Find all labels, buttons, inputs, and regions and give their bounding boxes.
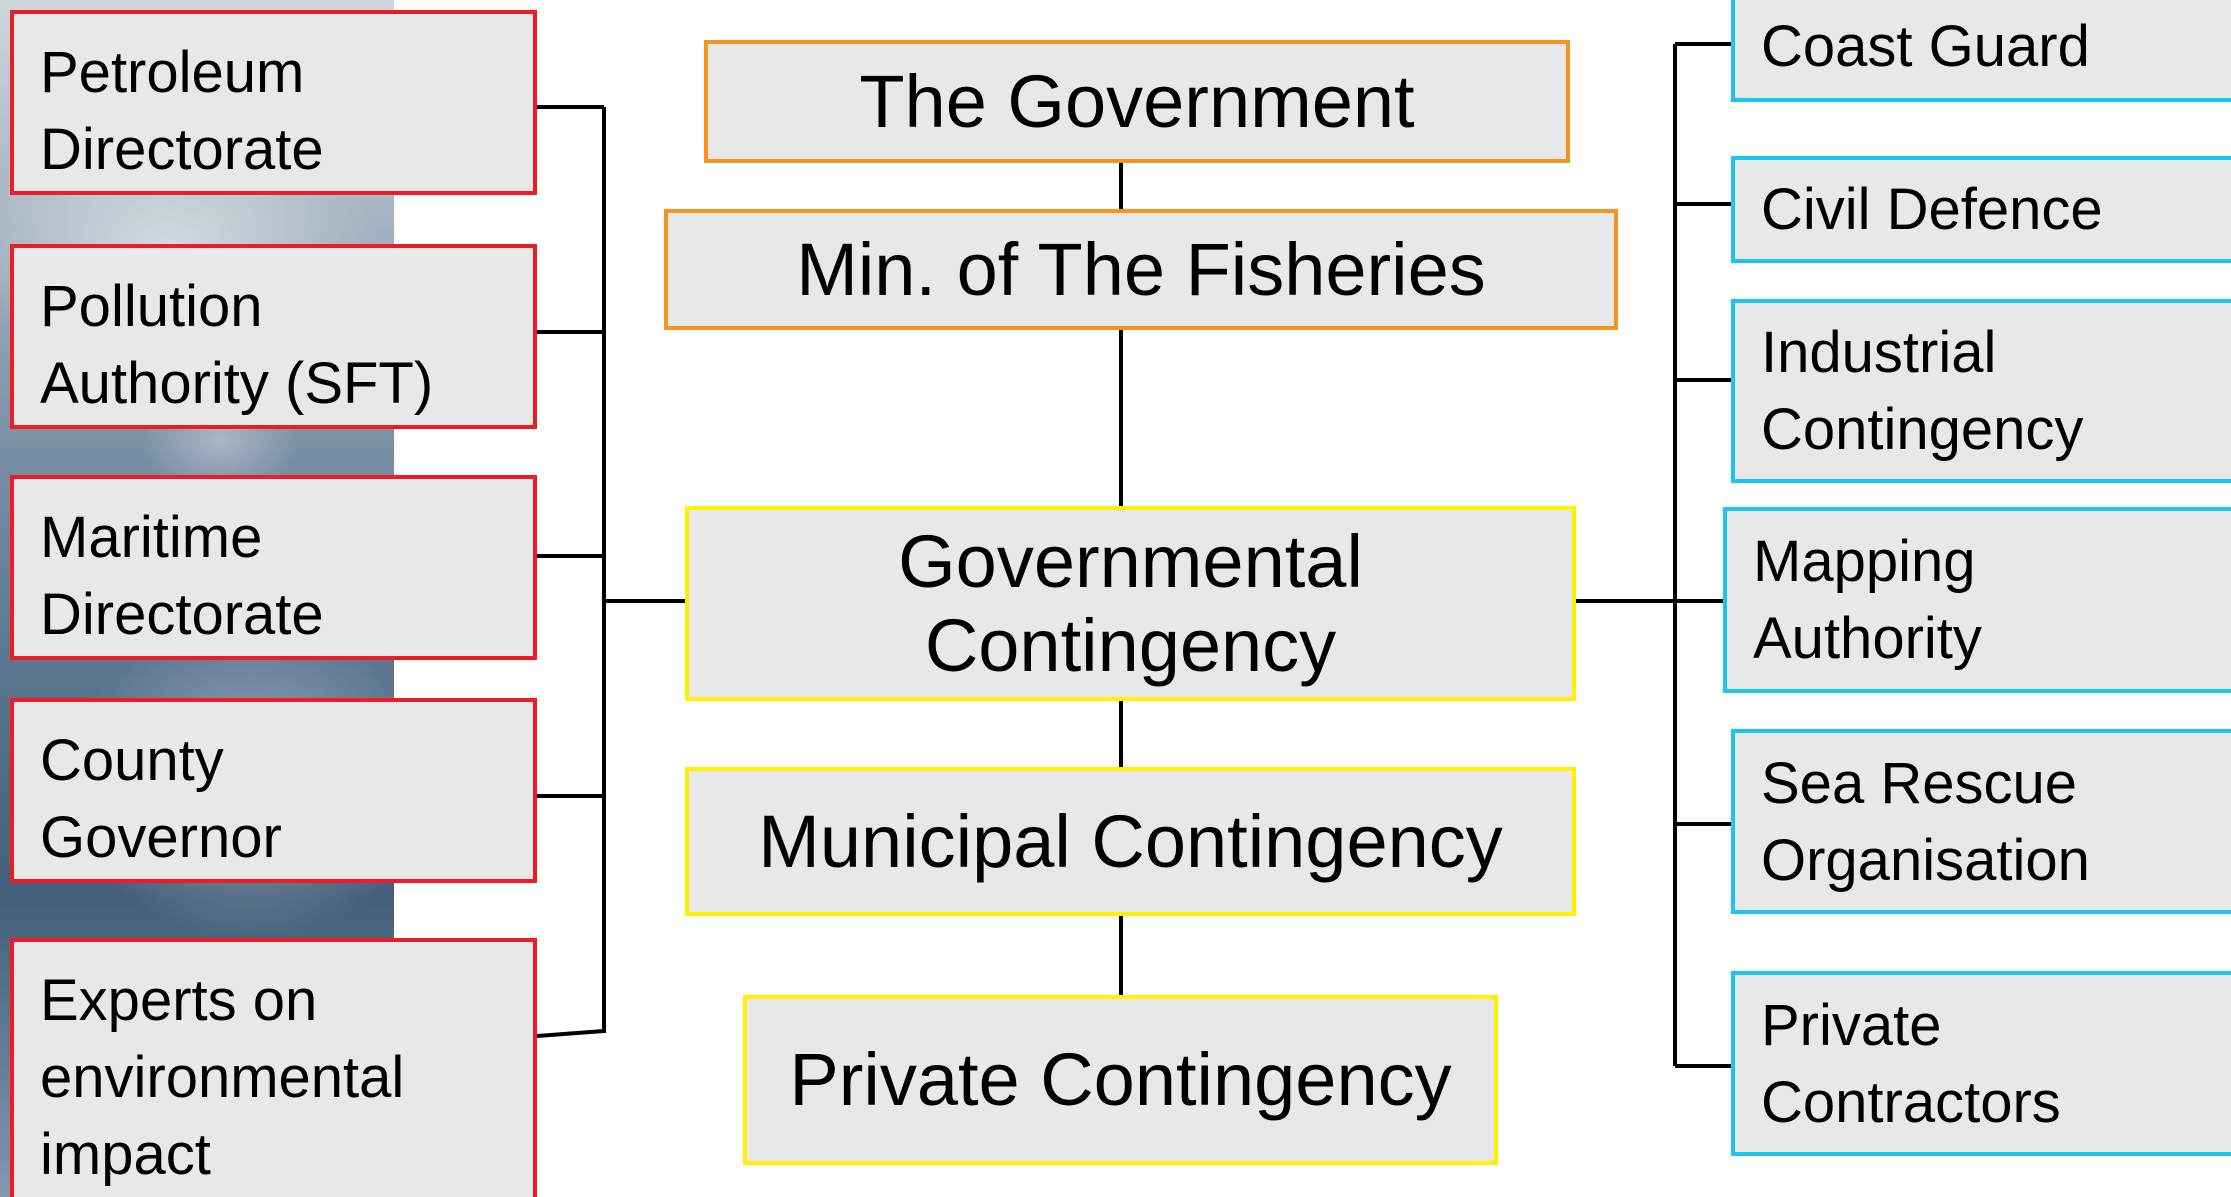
- box-label: Private Contingency: [789, 1038, 1452, 1121]
- box-coast-guard: Coast Guard: [1731, 0, 2231, 102]
- box-label: Civil Defence: [1761, 177, 2103, 242]
- box-label: Pollution Authority (SFT): [40, 274, 434, 416]
- box-label: Private Contractors: [1761, 992, 2061, 1135]
- box-private-contingency: Private Contingency: [743, 995, 1498, 1165]
- box-mapping-authority: Mapping Authority: [1723, 507, 2231, 693]
- box-municipal-contingency: Municipal Contingency: [685, 767, 1576, 916]
- box-environmental-experts: Experts on environmental impact: [10, 938, 537, 1197]
- box-pollution-authority: Pollution Authority (SFT): [10, 244, 537, 429]
- box-the-government: The Government: [704, 40, 1570, 163]
- box-label: Min. of The Fisheries: [796, 227, 1486, 311]
- box-civil-defence: Civil Defence: [1731, 156, 2231, 263]
- box-sea-rescue-organisation: Sea Rescue Organisation: [1731, 729, 2231, 914]
- box-industrial-contingency: Industrial Contingency: [1731, 299, 2231, 483]
- box-maritime-directorate: Maritime Directorate: [10, 475, 537, 660]
- box-label: Sea Rescue Organisation: [1761, 750, 2090, 893]
- box-label: Industrial Contingency: [1761, 320, 2084, 462]
- box-label: Maritime Directorate: [40, 505, 324, 647]
- box-county-governor: County Governor: [10, 698, 537, 883]
- box-label: Coast Guard: [1761, 13, 2090, 79]
- box-private-contractors: Private Contractors: [1731, 971, 2231, 1156]
- box-petroleum-directorate: Petroleum Directorate: [10, 10, 537, 195]
- box-ministry-of-fisheries: Min. of The Fisheries: [664, 209, 1618, 330]
- box-label: Experts on environmental impact: [40, 968, 405, 1187]
- box-label: Governmental Contingency: [898, 519, 1363, 687]
- box-governmental-contingency: Governmental Contingency: [685, 506, 1576, 701]
- box-label: The Government: [859, 59, 1415, 143]
- box-label: Petroleum Directorate: [40, 40, 324, 182]
- box-label: County Governor: [40, 728, 282, 870]
- box-label: Municipal Contingency: [758, 799, 1503, 883]
- box-label: Mapping Authority: [1753, 529, 1982, 671]
